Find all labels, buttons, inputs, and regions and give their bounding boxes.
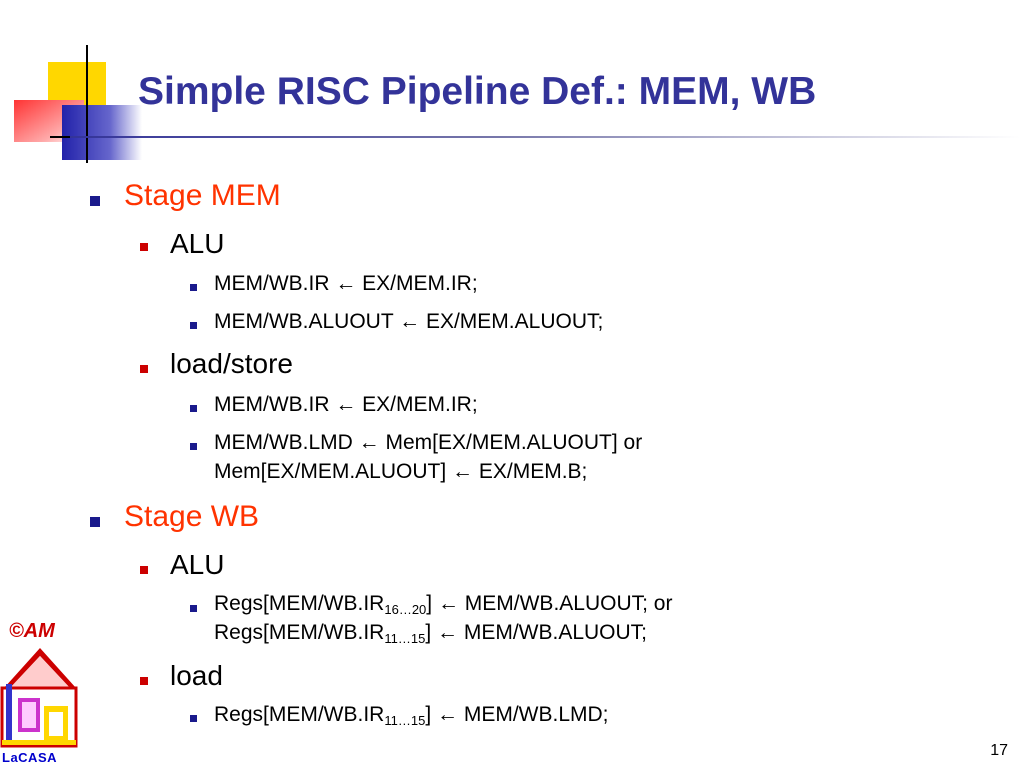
deco-blue-square xyxy=(62,105,142,160)
corner-decoration xyxy=(0,0,142,165)
bullet-mem-ls-2 xyxy=(190,443,197,450)
bullet-wb-alu-1 xyxy=(190,605,197,612)
mem-loadstore-line-2a: MEM/WB.LMD ← Mem[EX/MEM.ALUOUT] or xyxy=(214,431,643,454)
wb-alu-line-2: Regs[MEM/WB.IR11…15] ← MEM/WB.ALUOUT; xyxy=(214,621,647,645)
deco-vertical-line xyxy=(86,45,88,163)
title-underline xyxy=(70,136,1020,138)
wb-alu-line-1: Regs[MEM/WB.IR16…20] ← MEM/WB.ALUOUT; or xyxy=(214,592,672,616)
wb-load-line-1-pre: Regs[MEM/WB.IR xyxy=(214,703,385,726)
bullet-wb-load-1 xyxy=(190,715,197,722)
mem-loadstore-label: load/store xyxy=(170,348,293,379)
bullet-mem-alu xyxy=(140,243,148,251)
wb-alu-line-2-post: ] ← MEM/WB.ALUOUT; xyxy=(425,621,648,644)
wb-alu-line-1-post: ] ← MEM/WB.ALUOUT; or xyxy=(426,592,673,615)
bullet-mem-loadstore xyxy=(140,365,148,373)
copyright-mark: ©AM xyxy=(9,620,55,642)
mem-loadstore-line-1: MEM/WB.IR ← EX/MEM.IR; xyxy=(214,393,478,416)
wb-load-line-1-post: ] ← MEM/WB.LMD; xyxy=(425,703,609,726)
wb-load-line-1: Regs[MEM/WB.IR11…15] ← MEM/WB.LMD; xyxy=(214,703,609,727)
bullet-mem-ls-1 xyxy=(190,405,197,412)
bullet-mem-alu-1 xyxy=(190,284,197,291)
wb-alu-line-1-sub: 16…20 xyxy=(384,602,427,617)
page-number: 17 xyxy=(990,742,1008,759)
wb-alu-line-2-sub: 11…15 xyxy=(384,631,426,646)
bullet-wb-alu xyxy=(140,566,148,574)
stage-mem-heading: Stage MEM xyxy=(124,179,281,212)
stage-wb-heading: Stage WB xyxy=(124,500,260,533)
wb-alu-label: ALU xyxy=(170,549,225,580)
mem-alu-label: ALU xyxy=(170,228,225,259)
deco-horizontal-line xyxy=(50,136,72,138)
wb-alu-line-2-pre: Regs[MEM/WB.IR xyxy=(214,621,385,644)
lacasa-house-logo xyxy=(0,648,78,748)
bullet-mem-alu-2 xyxy=(190,322,197,329)
slide-title: Simple RISC Pipeline Def.: MEM, WB xyxy=(138,70,817,113)
mem-alu-line-1: MEM/WB.IR ← EX/MEM.IR; xyxy=(214,272,478,295)
wb-load-line-1-sub: 11…15 xyxy=(384,713,426,728)
wb-alu-line-1-pre: Regs[MEM/WB.IR xyxy=(214,592,385,615)
bullet-wb-load xyxy=(140,677,148,685)
lacasa-logo-text: LaCASA xyxy=(2,750,58,765)
mem-loadstore-line-2b: Mem[EX/MEM.ALUOUT] ← EX/MEM.B; xyxy=(214,460,588,483)
mem-alu-line-2: MEM/WB.ALUOUT ← EX/MEM.ALUOUT; xyxy=(214,310,604,333)
bullet-stage-wb xyxy=(90,517,100,527)
bullet-stage-mem xyxy=(90,196,100,206)
wb-load-label: load xyxy=(170,660,223,691)
